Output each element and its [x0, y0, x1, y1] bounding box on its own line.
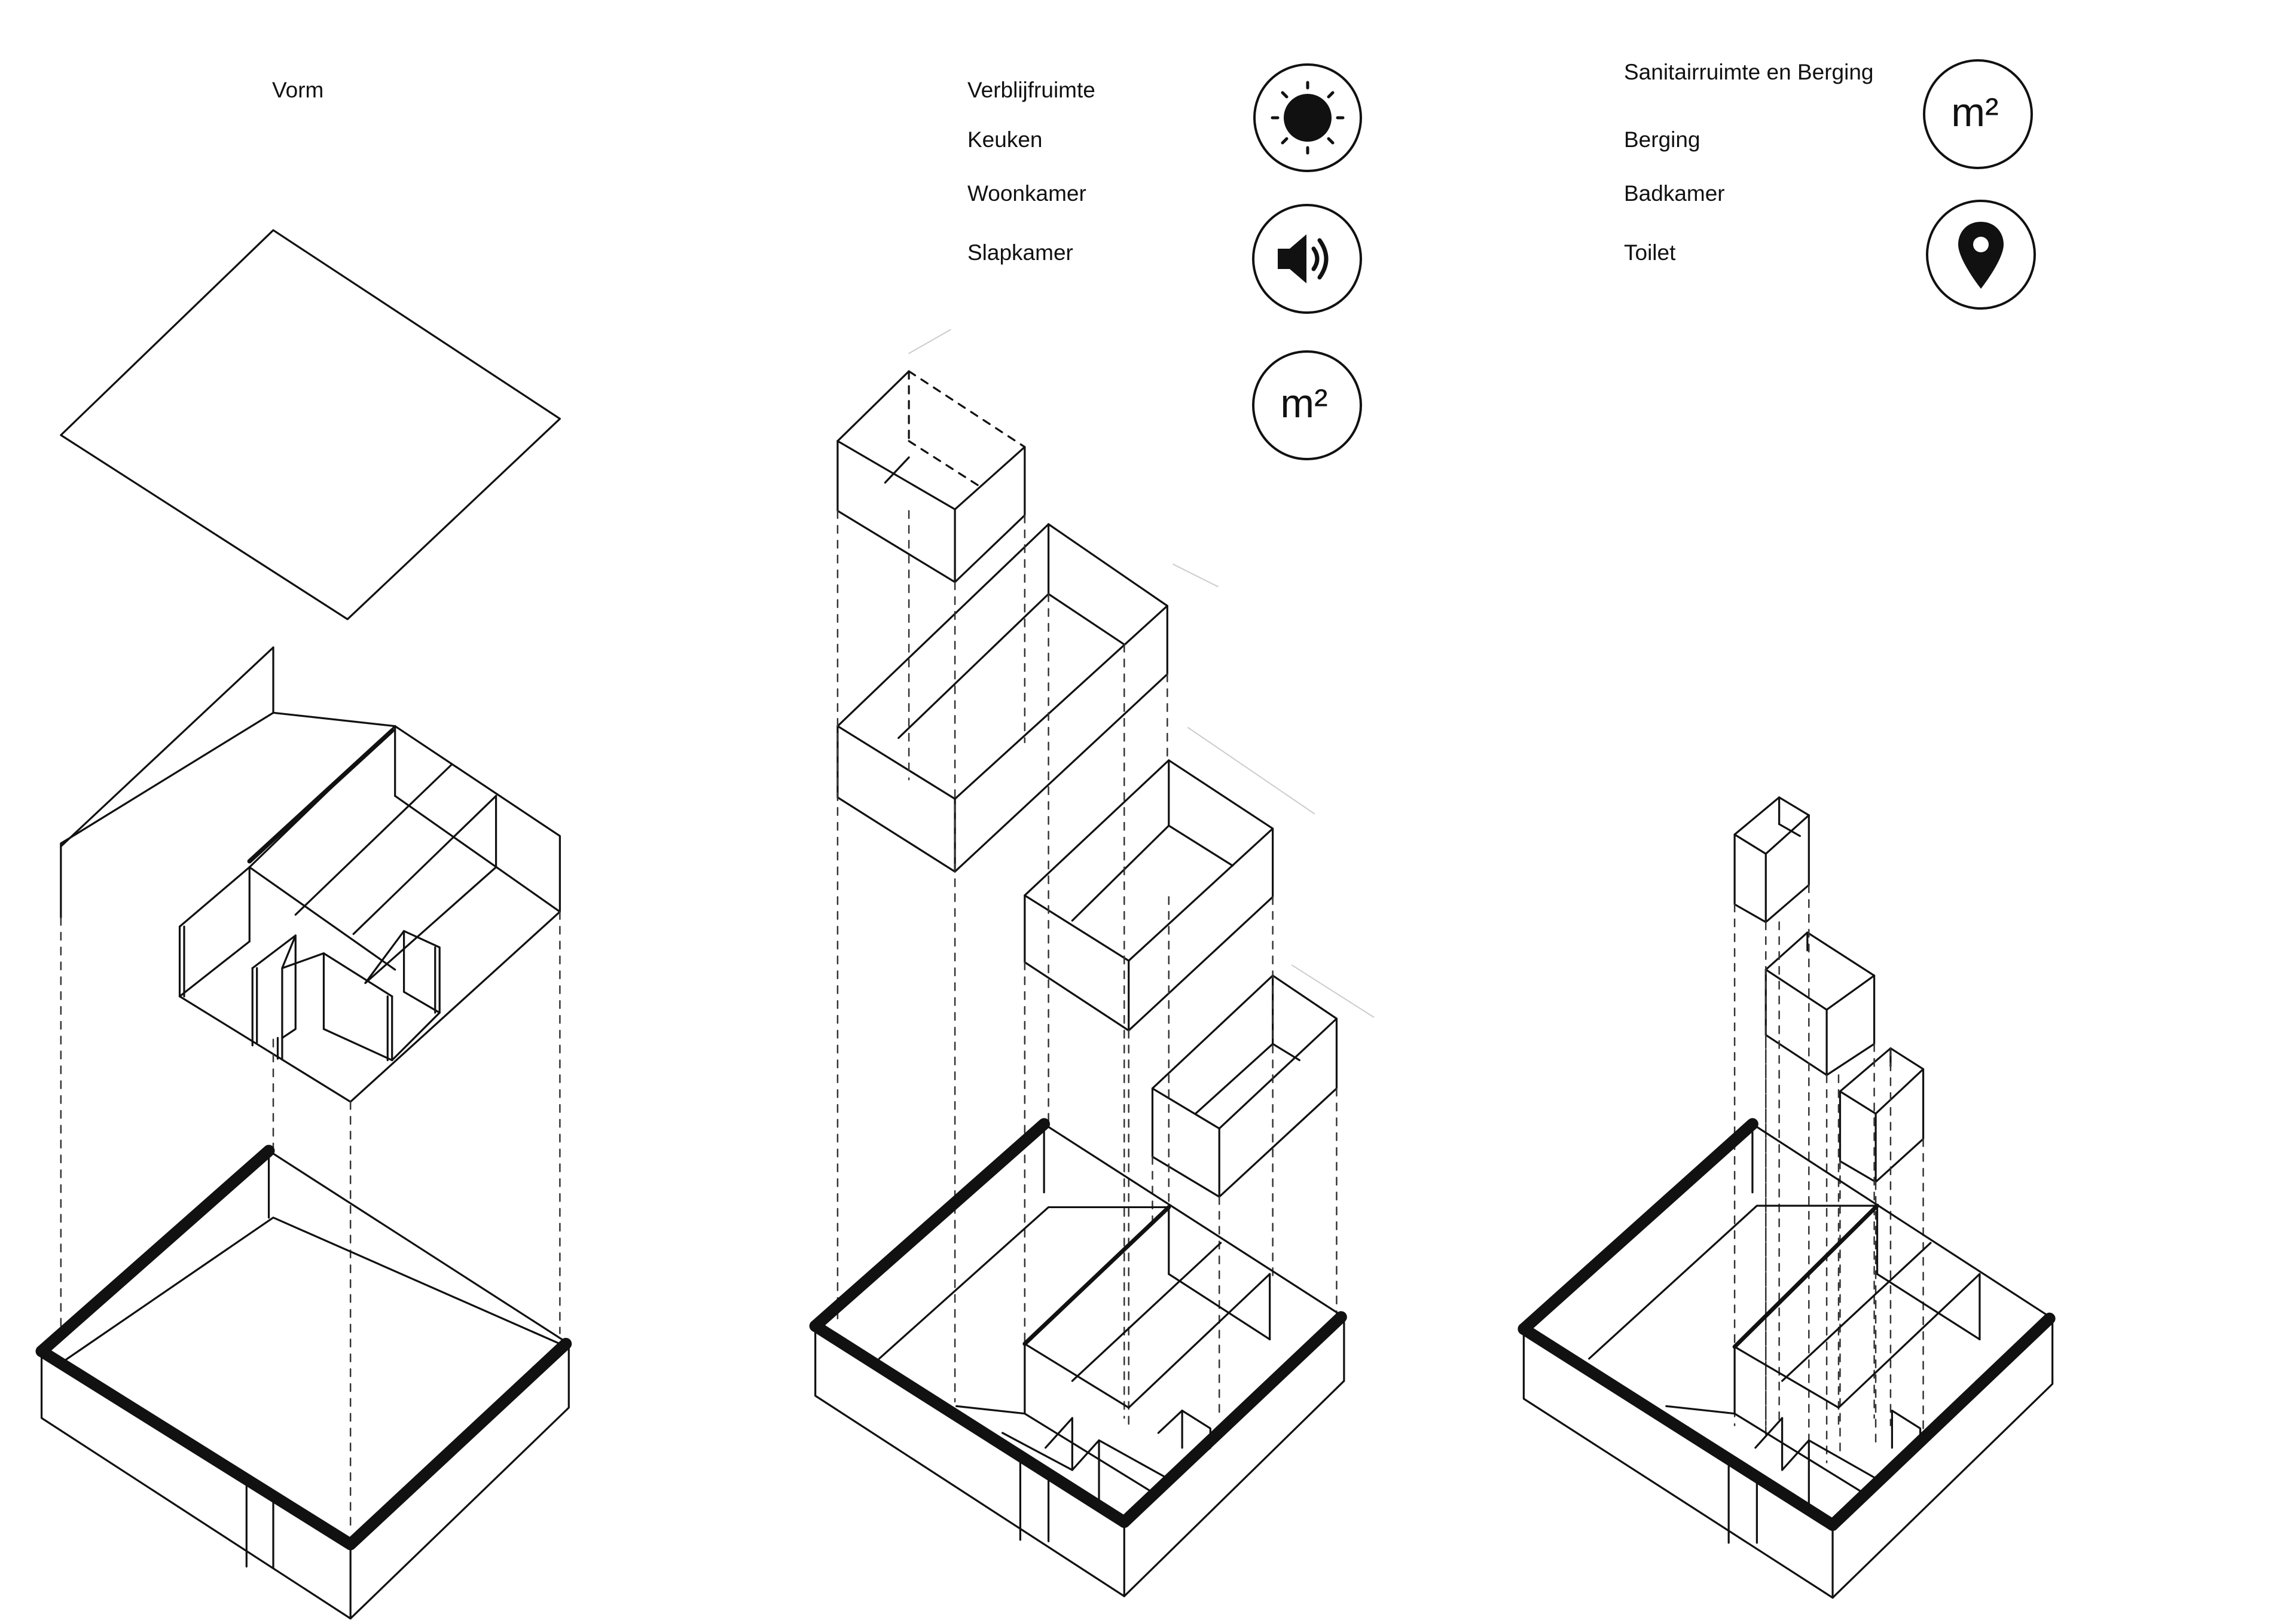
living-item-livingroom: Woonkamer	[967, 181, 1086, 206]
floating-walls	[60, 646, 561, 1103]
area-icon-text: m²	[1951, 90, 1998, 135]
livingroom-volume	[836, 523, 1168, 873]
bedroom-volume	[1024, 759, 1274, 1032]
living-title: Verblijfruimte	[967, 78, 1095, 102]
sanitary-column-drawing	[1518, 796, 2056, 1599]
living-column-drawing	[809, 329, 1375, 1597]
form-title: Vorm	[272, 78, 324, 102]
form-column-drawing	[35, 229, 572, 1620]
storage-volume	[1733, 796, 1810, 924]
living-item-bedroom: Slapkamer	[967, 240, 1073, 265]
sanitary-item-bathroom: Badkamer	[1624, 181, 1725, 206]
roof-plane	[60, 229, 561, 621]
bathroom-volume	[1764, 931, 1876, 1076]
bedroom2-volume	[1151, 974, 1338, 1198]
sun-icon	[1253, 63, 1363, 173]
base-volume	[809, 1118, 1347, 1597]
toilet-volume	[1839, 1047, 1925, 1183]
kitchen-volume	[836, 370, 1026, 583]
area-icon-text: m²	[1280, 381, 1327, 426]
living-item-kitchen: Keuken	[967, 127, 1043, 152]
location-pin-icon	[1925, 199, 2037, 310]
sanitary-title: Sanitairruimte en Berging	[1624, 60, 1874, 84]
base-volume	[1518, 1118, 2056, 1599]
base-volume	[35, 1145, 572, 1620]
area-icon-living: m²	[1251, 350, 1363, 461]
sanitary-item-toilet: Toilet	[1624, 240, 1676, 265]
sanitary-item-storage: Berging	[1624, 127, 1700, 152]
speaker-icon	[1251, 203, 1363, 314]
area-icon-sanitary: m²	[1922, 59, 2034, 170]
